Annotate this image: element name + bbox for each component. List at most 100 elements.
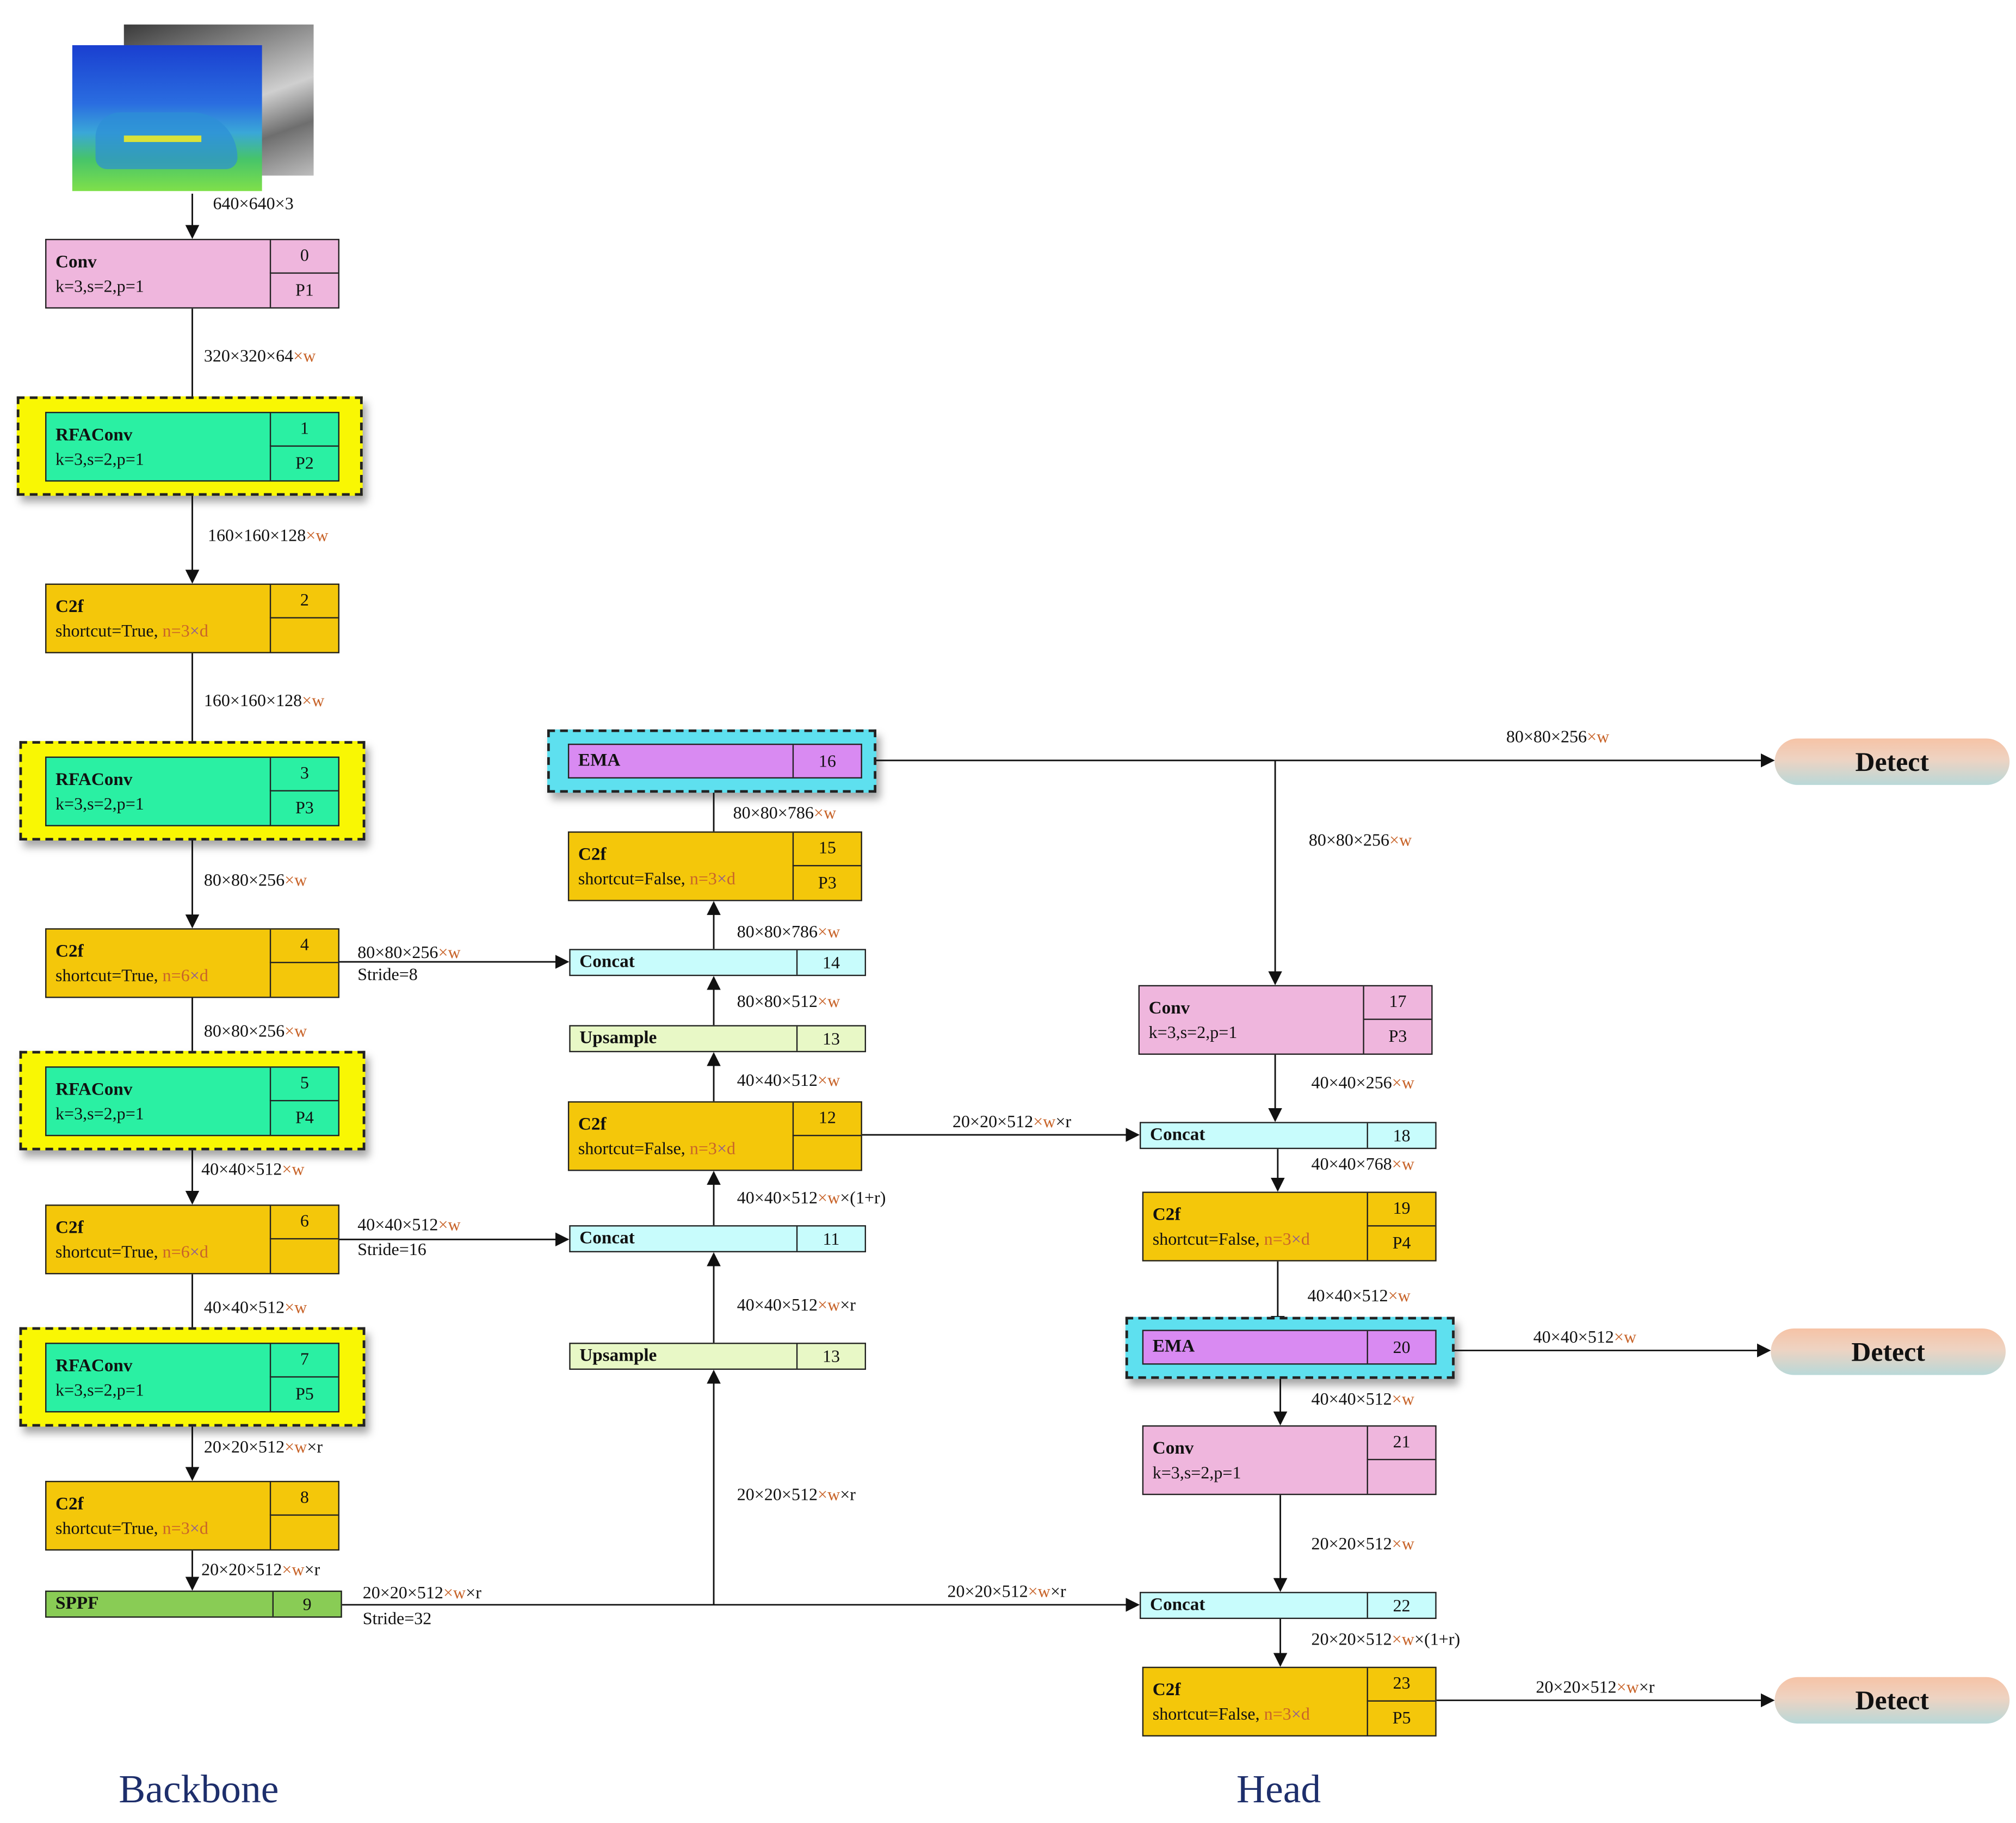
edge-label: 160×160×128×w — [208, 526, 329, 546]
edge-label: 40×40×512×w — [357, 1215, 460, 1235]
input-image-thermal — [72, 45, 262, 191]
text-fragment: ×w — [302, 690, 325, 710]
text-fragment: ×w — [306, 525, 329, 545]
text-fragment: ×r — [1638, 1677, 1655, 1697]
detect-head-p3: Detect — [1774, 738, 2010, 785]
text-fragment: Stride=8 — [357, 964, 418, 984]
text-fragment: ×r — [307, 1437, 323, 1456]
text-fragment: k=3,s=2,p=1 — [55, 449, 144, 469]
text-fragment: ×r — [304, 1559, 320, 1579]
text-fragment: 20×20×512 — [1311, 1534, 1392, 1553]
edge-label: 160×160×128×w — [204, 691, 325, 712]
edge-label: 80×80×256×w — [357, 942, 460, 963]
section-title-backbone: Backbone — [119, 1766, 279, 1812]
text-fragment: ×w — [282, 1159, 305, 1179]
text-fragment: ×r — [1055, 1111, 1072, 1131]
text-fragment: d — [199, 1242, 208, 1262]
text-fragment: shortcut=False, — [578, 1139, 690, 1158]
edge-label: 40×40×512×w×(1+r) — [737, 1188, 886, 1208]
text-fragment: shortcut=False, — [1152, 1229, 1264, 1249]
text-fragment: 20×20×512 — [1536, 1677, 1617, 1697]
edge-label: 20×20×512×w×r — [363, 1583, 481, 1604]
text-fragment: ×w — [1392, 1389, 1415, 1409]
edge-label: 40×40×512×w — [1307, 1286, 1410, 1307]
text-fragment: ×r — [1050, 1581, 1066, 1601]
text-fragment: 80×80×256 — [1308, 830, 1390, 850]
text-fragment: ×w — [818, 1070, 840, 1090]
edge-label: 40×40×512×w — [204, 1297, 307, 1318]
edge-label: 20×20×512×w×(1+r) — [1312, 1629, 1461, 1650]
text-fragment: ×w — [438, 1215, 461, 1234]
text-fragment: Stride=32 — [362, 1609, 432, 1628]
text-fragment: 640×640×3 — [213, 193, 294, 213]
text-fragment: 80×80×786 — [733, 803, 814, 823]
text-fragment: 40×40×512 — [1307, 1286, 1388, 1306]
edge-label: 80×80×256×w — [1506, 727, 1609, 747]
edge-label: 20×20×512×w×r — [947, 1581, 1066, 1602]
text-fragment: n=3 — [689, 869, 717, 888]
text-fragment: × — [189, 1518, 200, 1538]
text-fragment: ×w — [285, 870, 307, 890]
text-fragment: ×w — [818, 1295, 840, 1314]
text-fragment: × — [716, 1139, 727, 1158]
edge-label: 80×80×512×w — [737, 992, 840, 1012]
text-fragment: n=3 — [162, 621, 190, 641]
text-fragment: ×w — [1392, 1073, 1415, 1092]
text-fragment: d — [1301, 1704, 1310, 1724]
text-fragment: × — [189, 1242, 200, 1262]
text-fragment: 80×80×256 — [357, 942, 438, 962]
edge-label: 40×40×512×w×r — [737, 1295, 856, 1315]
text-fragment: 40×40×512 — [1533, 1327, 1614, 1347]
text-fragment: d — [1301, 1229, 1310, 1249]
text-fragment: 80×80×512 — [737, 991, 818, 1011]
text-fragment: k=3,s=2,p=1 — [1148, 1022, 1238, 1042]
edge-label: 40×40×512×w — [1533, 1327, 1636, 1348]
text-fragment: ×w — [1389, 830, 1412, 850]
text-fragment: shortcut=False, — [1152, 1704, 1264, 1724]
section-title-head: Head — [1236, 1766, 1321, 1812]
text-fragment: k=3,s=2,p=1 — [55, 276, 144, 296]
text-fragment: ×(1+r) — [840, 1188, 886, 1207]
text-fragment: × — [189, 966, 200, 985]
text-fragment: n=3 — [1264, 1229, 1291, 1249]
text-fragment: n=6 — [162, 966, 190, 985]
text-fragment: ×w — [1392, 1629, 1415, 1649]
stride-label: Stride=8 — [357, 965, 418, 985]
text-fragment: shortcut=True, — [55, 621, 163, 641]
text-fragment: ×w — [1392, 1534, 1415, 1553]
text-fragment: d — [199, 1518, 208, 1538]
text-fragment: k=3,s=2,p=1 — [55, 1104, 144, 1123]
edge-label: 40×40×256×w — [1312, 1073, 1414, 1093]
text-fragment: ×r — [466, 1583, 481, 1603]
text-fragment: 40×40×512 — [357, 1215, 438, 1234]
text-fragment: d — [199, 621, 208, 641]
text-fragment: ×w — [1033, 1111, 1056, 1131]
text-fragment: 40×40×512 — [1311, 1389, 1392, 1409]
edge-label: 40×40×512×w — [737, 1070, 840, 1091]
text-fragment: ×w — [285, 1297, 307, 1317]
text-fragment: 320×320×64 — [203, 346, 294, 366]
text-fragment: 20×20×512 — [947, 1581, 1028, 1601]
text-fragment: ×w — [1028, 1581, 1050, 1601]
text-fragment: ×w — [813, 803, 837, 823]
edge-label: 80×80×256×w — [204, 870, 307, 891]
text-fragment: shortcut=False, — [578, 869, 690, 888]
text-fragment: k=3,s=2,p=1 — [1152, 1462, 1241, 1482]
text-fragment: ×w — [282, 1559, 305, 1579]
